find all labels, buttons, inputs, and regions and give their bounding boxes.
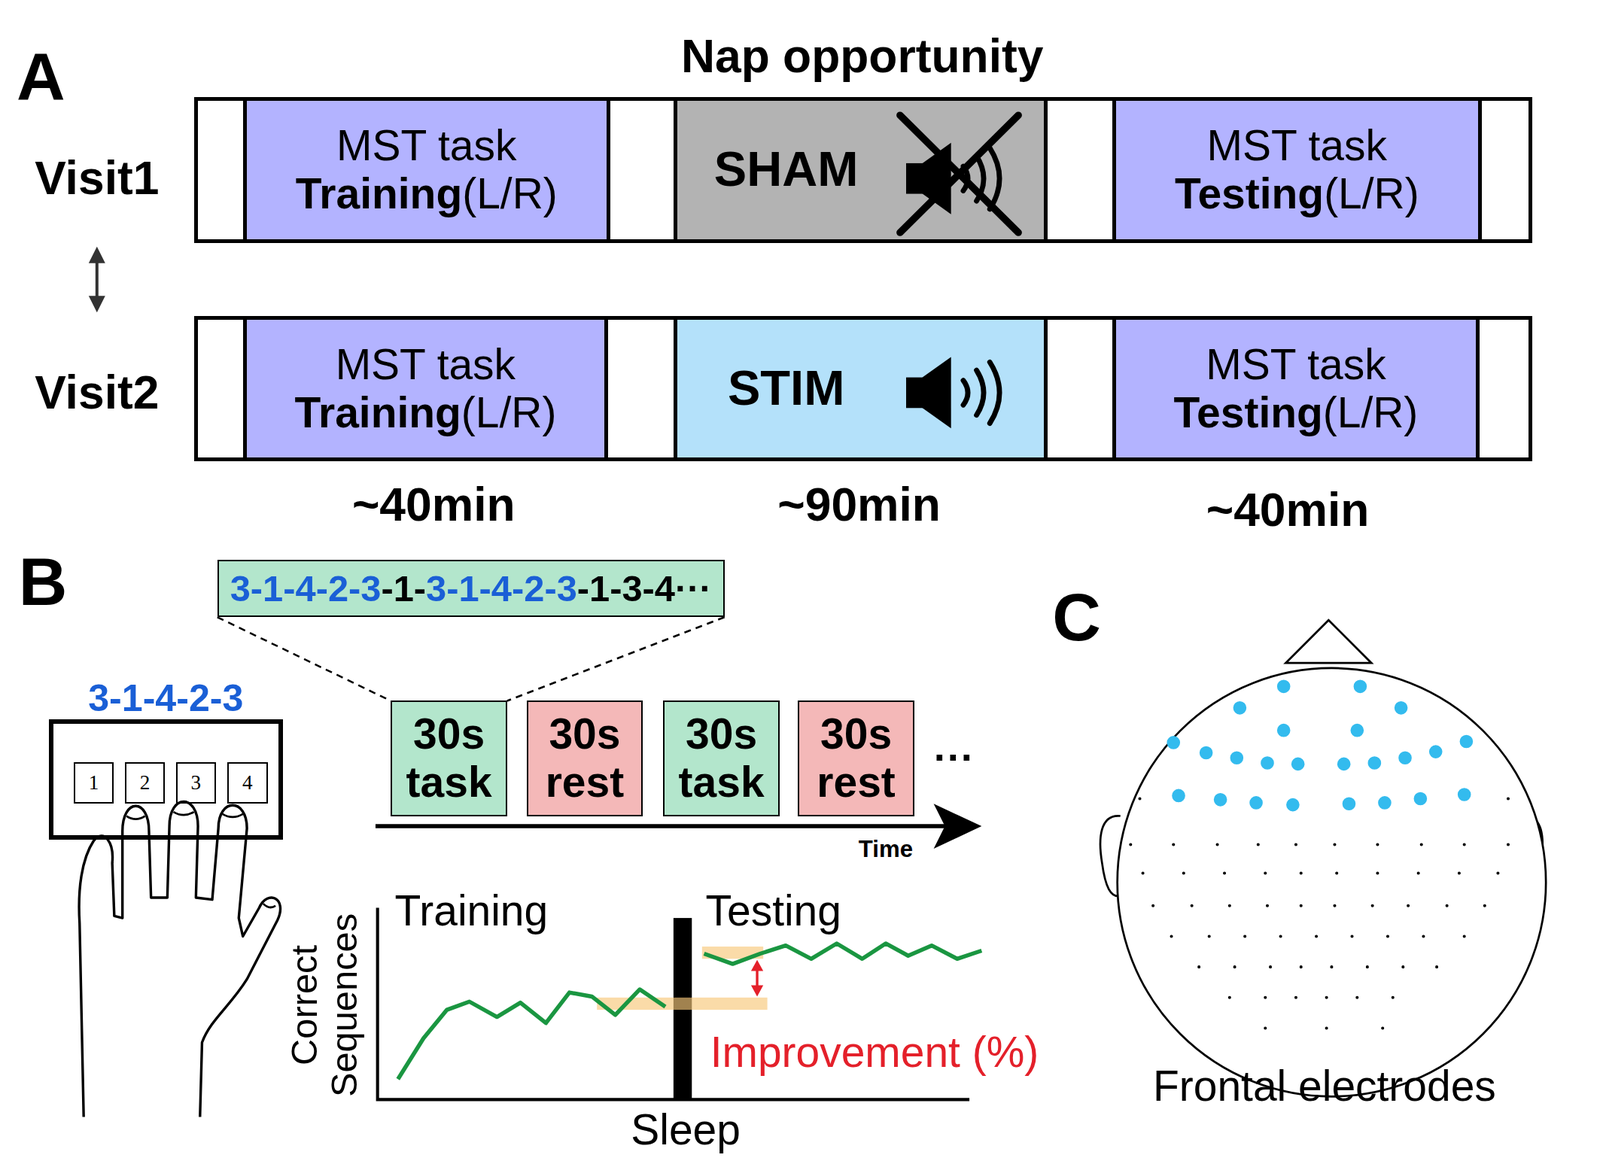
node-text: Visit1 <box>34 152 159 205</box>
frontal-electrodes <box>1173 686 1467 805</box>
sham-block: SHAM <box>673 97 1049 244</box>
plain-part: -1- <box>380 568 426 609</box>
muted-speaker-icon <box>900 115 1019 233</box>
task-block: 30s task <box>663 700 780 816</box>
continuation-dots: ··· <box>933 735 975 780</box>
improvement-label: Improvement (%) <box>710 1030 1040 1077</box>
node-text: 30s task <box>669 710 775 807</box>
node-text: MST task <box>335 340 516 390</box>
duration-label: ~40min <box>352 479 516 530</box>
time-axis <box>375 824 947 828</box>
plain-part: (L/R) <box>1323 169 1420 218</box>
plain-part: (L/R) <box>1323 388 1419 437</box>
caption-label: Frontal electrodes <box>1152 1063 1497 1111</box>
bold-part: Testing <box>1174 169 1324 218</box>
training-block: MST taskTraining(L/R) <box>243 316 609 462</box>
node-text: SHAM <box>714 142 859 198</box>
node-text: MST task <box>1205 340 1386 390</box>
speaker-cone <box>922 356 952 429</box>
axis-label: Correct Sequences <box>284 905 364 1105</box>
node-text: 30s rest <box>803 710 910 807</box>
node-text: STIM <box>727 361 845 417</box>
finger-crease <box>126 812 276 908</box>
other-electrodes <box>1130 798 1509 1029</box>
bold-part: Training <box>294 388 461 437</box>
sound-waves <box>963 148 1000 210</box>
training-block: MST taskTraining(L/R) <box>243 97 611 244</box>
plain-part: (L/R) <box>462 169 558 218</box>
speaker-body <box>906 163 924 195</box>
visit-row: Visit1MST taskTraining(L/R)SHAMMST taskT… <box>18 97 1533 244</box>
testing-block: MST taskTesting(L/R) <box>1112 97 1482 244</box>
key: 3 <box>176 762 216 804</box>
node-text: 3-1-4-2-3-1-3-1-4-2-3-1-3-4··· <box>230 568 712 610</box>
bold-part: Testing <box>1174 388 1324 437</box>
connector <box>88 246 106 314</box>
training-curve <box>398 989 666 1080</box>
node-text: Training(L/R) <box>294 389 557 438</box>
key: 2 <box>124 762 165 804</box>
mute-cross <box>900 115 1019 233</box>
node-text: Visit2 <box>34 366 159 420</box>
visit-row: Visit2MST taskTraining(L/R)STIMMST taskT… <box>18 316 1533 462</box>
sound-waves <box>963 361 1000 423</box>
highlight-part: 3-1-4-2-3 <box>230 568 382 609</box>
connector-line <box>95 261 99 299</box>
key: 1 <box>73 762 114 804</box>
time-arrowhead <box>933 803 983 849</box>
rest-block: 30s rest <box>797 700 915 816</box>
bold-part: Training <box>295 169 463 218</box>
speaker-icon <box>906 356 1000 429</box>
phase-label: Training <box>395 888 549 935</box>
improvement-arrow-shaft <box>755 969 758 988</box>
node-text: 3-1-4-2-3 <box>88 677 244 720</box>
keypad: 3-1-4-2-31234 <box>48 719 283 840</box>
nose <box>1285 620 1372 664</box>
improvement-arrowheads <box>751 960 764 998</box>
speaker-body <box>906 377 924 409</box>
duration-label: ~90min <box>777 479 941 530</box>
arrowhead <box>88 295 106 313</box>
axis-label: Time <box>858 837 913 864</box>
node-text: Testing(L/R) <box>1174 170 1420 219</box>
testing-curve <box>704 943 983 965</box>
node-text: 30s rest <box>532 710 638 807</box>
connector-line <box>507 617 725 701</box>
stim-block: STIM <box>673 316 1049 462</box>
head-outline <box>1117 668 1546 1097</box>
speaker-cone <box>922 142 952 215</box>
node-text: MST task <box>1207 121 1388 171</box>
plain-part: -1-3-4··· <box>577 568 712 609</box>
panel-letter: B <box>18 545 68 619</box>
connector <box>507 617 725 701</box>
key: 4 <box>227 762 268 804</box>
rest-block: 30s rest <box>526 700 644 816</box>
node-text: 4 <box>242 771 253 794</box>
plain-part: (L/R) <box>461 388 557 437</box>
diagram-title: Nap opportunity <box>681 30 1044 82</box>
sequence-box: 3-1-4-2-3-1-3-1-4-2-3-1-3-4··· <box>217 559 725 618</box>
node-text: Testing(L/R) <box>1174 389 1419 438</box>
node-text: 30s task <box>396 710 502 807</box>
phase-label: Testing <box>705 888 842 935</box>
node-text: 3 <box>190 771 201 794</box>
node-text: 1 <box>88 771 100 794</box>
testing-block: MST taskTesting(L/R) <box>1112 316 1480 462</box>
panel-letter: C <box>1052 580 1102 654</box>
highlight-part: 3-1-4-2-3 <box>425 568 578 609</box>
node-text: 2 <box>139 771 151 794</box>
panel-letter: A <box>16 39 66 113</box>
task-block: 30s task <box>390 700 508 816</box>
node-text: Training(L/R) <box>295 170 558 219</box>
hand-outline <box>79 802 280 1118</box>
axis-label: Sleep <box>630 1107 741 1155</box>
node-text: MST task <box>336 121 517 171</box>
duration-label: ~40min <box>1206 484 1370 536</box>
arrowhead <box>88 246 106 264</box>
